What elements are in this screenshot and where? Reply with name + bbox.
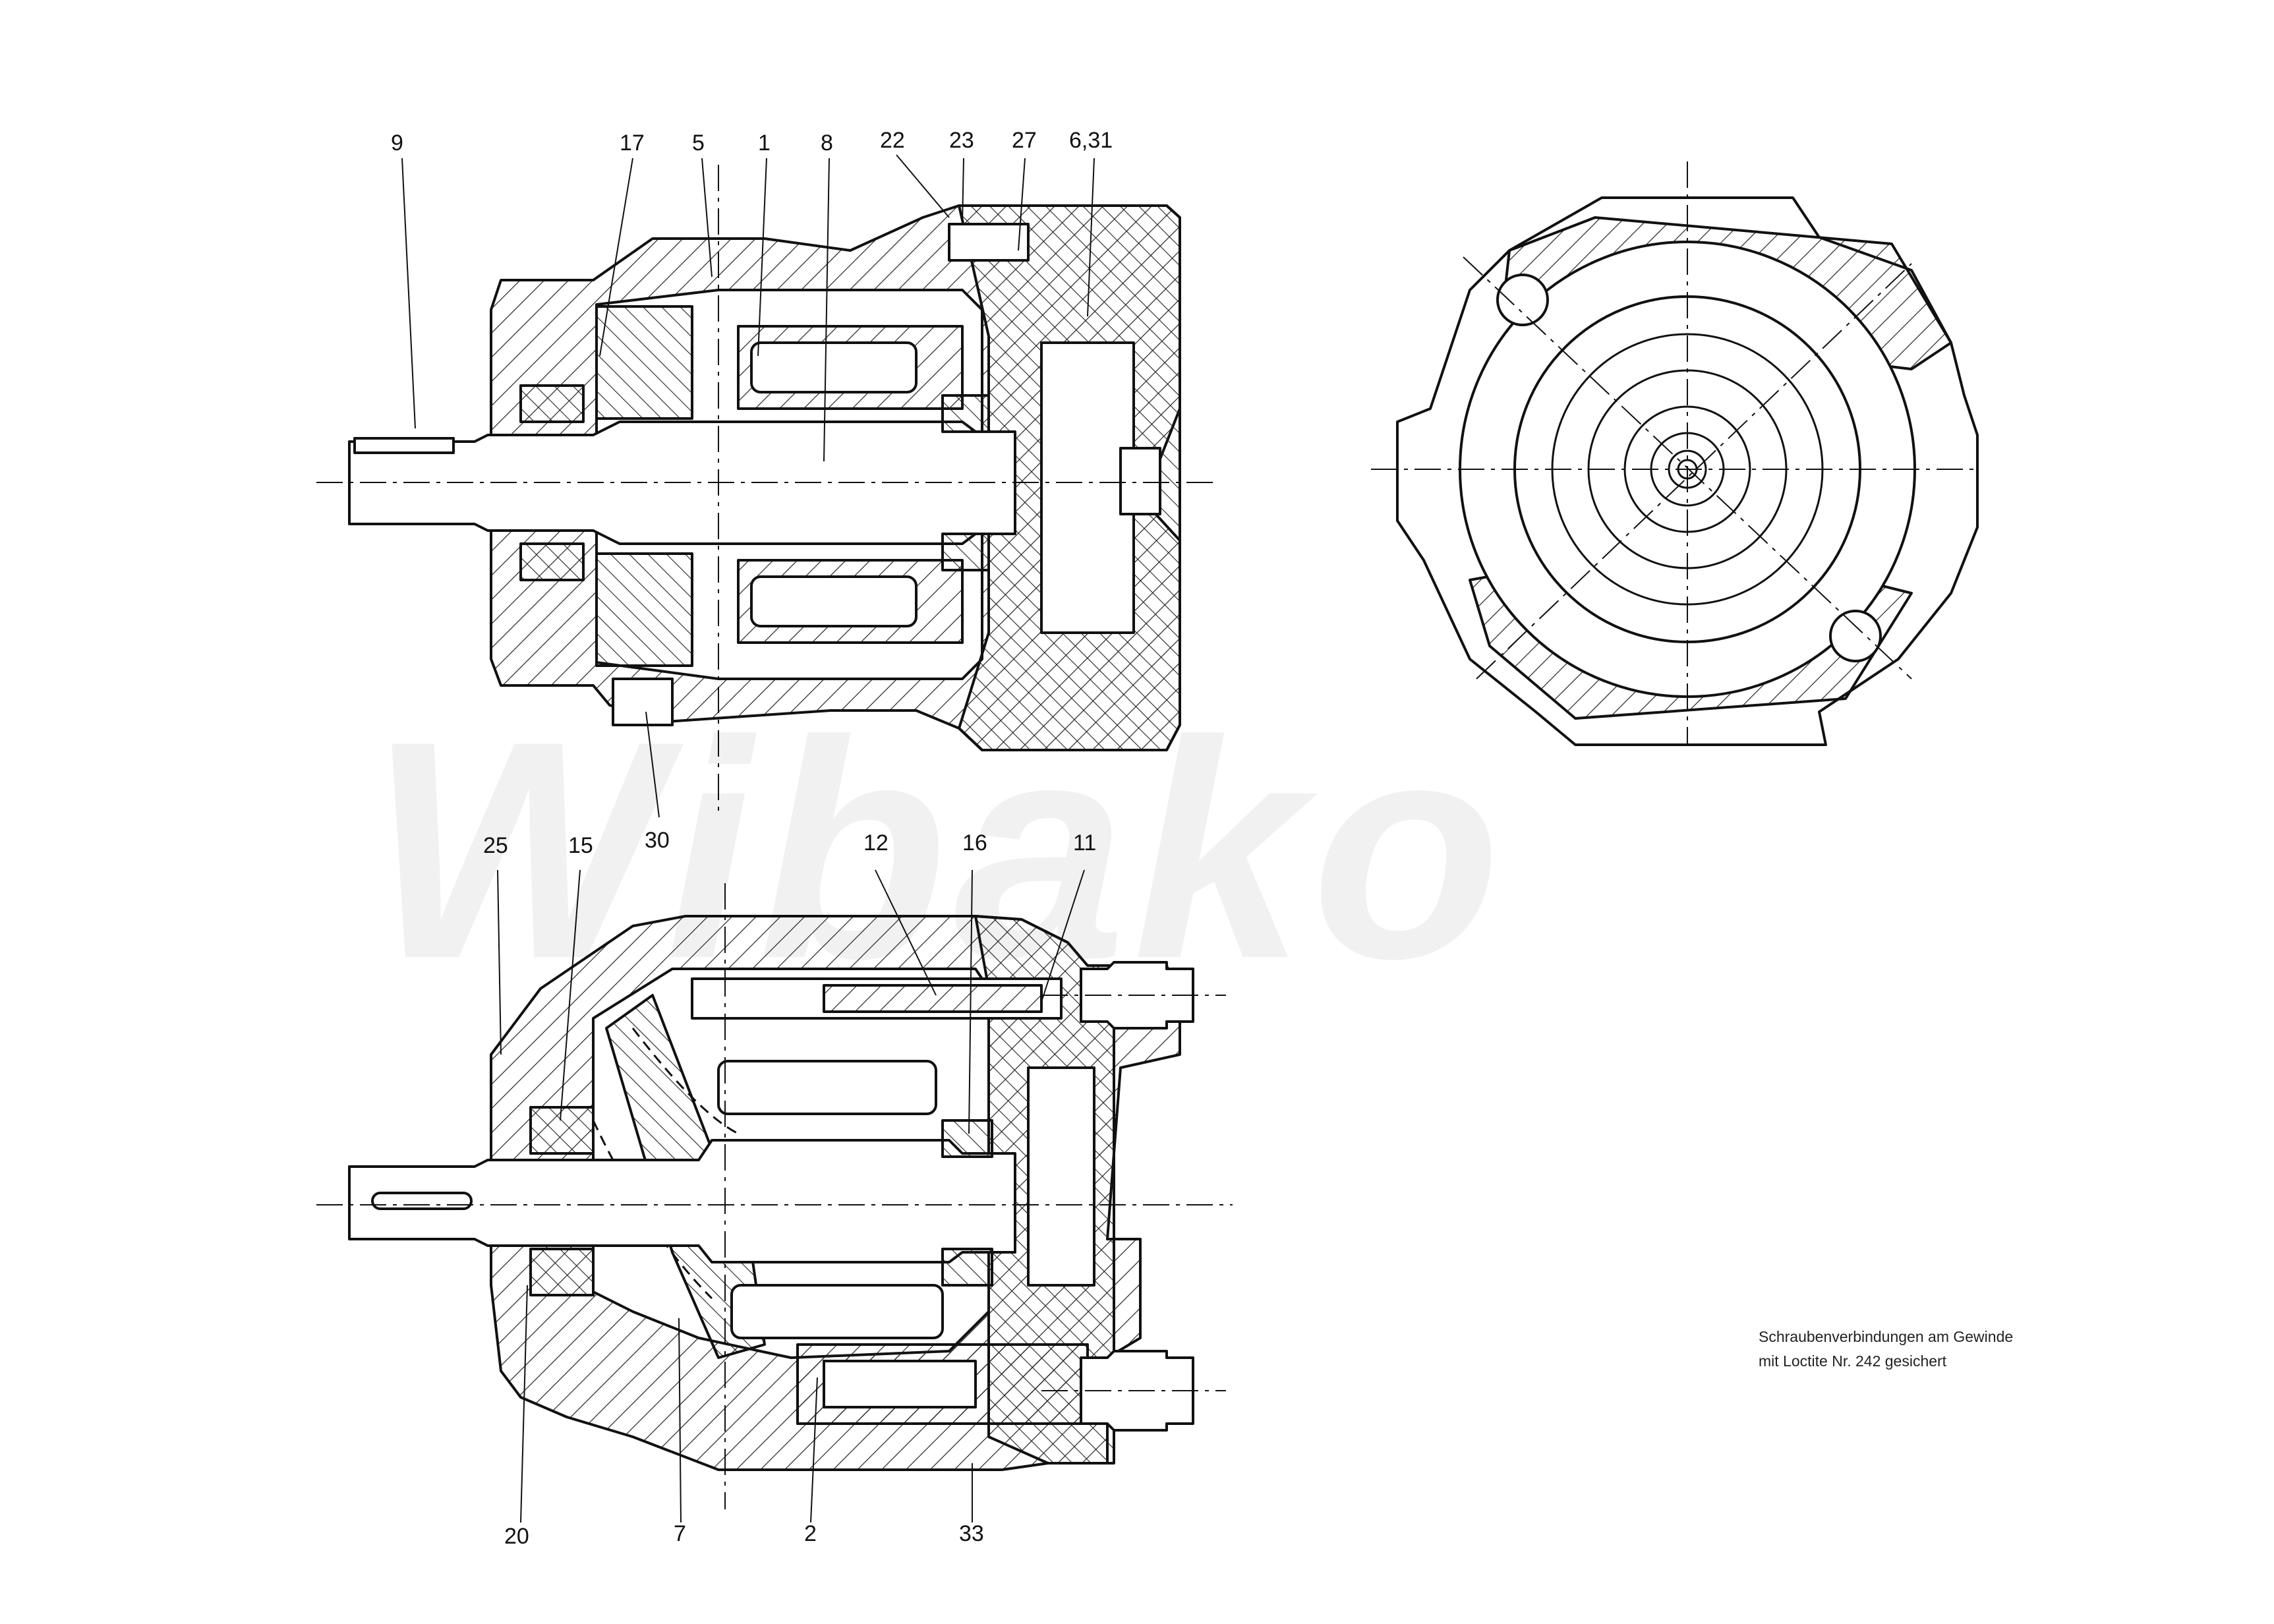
- callout-5: 5: [692, 130, 705, 156]
- end-view-bolt-hole-lower: [1829, 610, 1882, 662]
- loctite-note: Schraubenverbindungen am Gewinde mit Loc…: [1759, 1325, 2013, 1374]
- callout-27: 27: [1012, 128, 1037, 153]
- top-screw-23: [948, 223, 1030, 262]
- top-rear-bearing-upper: [941, 394, 990, 433]
- top-piston-upper: [750, 341, 918, 393]
- callout-20: 20: [504, 1524, 529, 1549]
- bottom-front-bearing-upper: [529, 1106, 595, 1155]
- callout-9: 9: [391, 130, 403, 156]
- top-drain-plug-30: [612, 678, 674, 726]
- callout-33: 33: [959, 1521, 984, 1546]
- callout-25: 25: [483, 833, 508, 858]
- bottom-piston-upper: [717, 1060, 937, 1115]
- top-front-bearing-lower: [519, 542, 585, 581]
- callout-6-31: 6,31: [1069, 128, 1113, 153]
- callout-30: 30: [645, 828, 670, 853]
- bottom-section-view: [316, 869, 1233, 1523]
- callout-22: 22: [880, 128, 905, 153]
- callout-16: 16: [962, 830, 987, 856]
- callout-11: 11: [1073, 830, 1097, 856]
- bottom-rear-bearing-lower: [941, 1248, 993, 1287]
- end-view: [1371, 161, 1979, 746]
- top-piston-lower: [750, 575, 918, 627]
- top-section-view: [316, 154, 1213, 818]
- callout-12: 12: [863, 830, 889, 856]
- bottom-shaft-key: [371, 1192, 473, 1210]
- callout-15: 15: [568, 833, 593, 858]
- top-rear-bearing-lower: [941, 533, 990, 571]
- callout-17: 17: [620, 130, 645, 156]
- callout-1: 1: [758, 130, 771, 156]
- top-shaft-key: [353, 437, 455, 454]
- bottom-rear-bearing-upper: [941, 1119, 993, 1158]
- callout-23: 23: [949, 128, 974, 153]
- top-front-bearing-upper: [519, 384, 585, 423]
- bottom-piston-lower: [730, 1284, 944, 1339]
- note-line-1: Schraubenverbindungen am Gewinde: [1759, 1328, 2014, 1345]
- bottom-front-bearing-lower: [529, 1248, 595, 1296]
- callout-2: 2: [804, 1521, 817, 1546]
- note-line-2: mit Loctite Nr. 242 gesichert: [1759, 1352, 1947, 1370]
- callout-7: 7: [674, 1521, 686, 1546]
- bottom-shaft: [348, 1139, 1016, 1263]
- callout-8: 8: [821, 130, 833, 156]
- top-cradle-upper: [595, 305, 693, 420]
- end-view-bolt-hole-upper: [1496, 274, 1549, 326]
- top-cradle-lower: [595, 552, 693, 667]
- top-plug: [1119, 447, 1161, 515]
